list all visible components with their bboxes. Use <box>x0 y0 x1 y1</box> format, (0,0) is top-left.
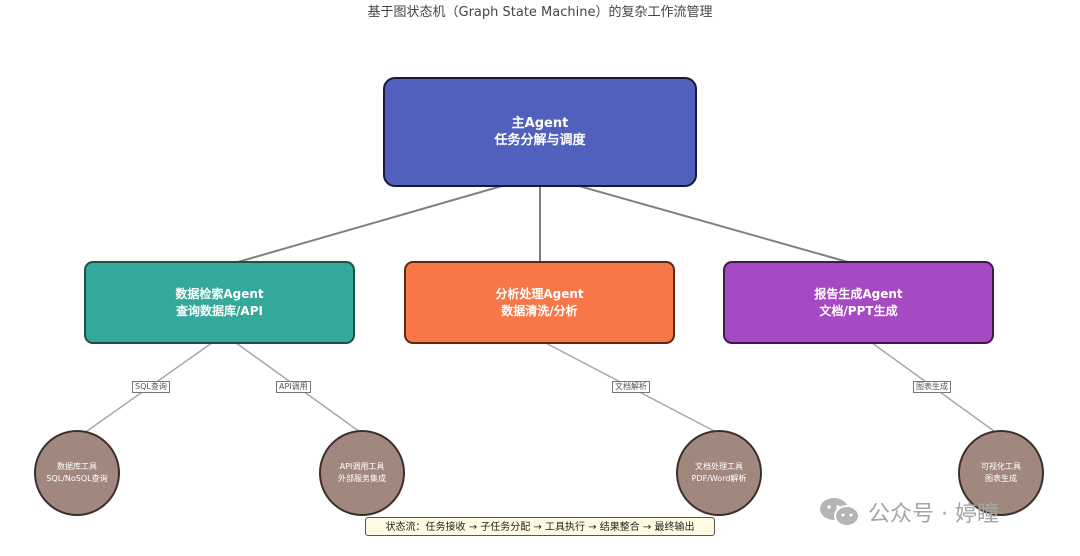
diagram-title: 基于图状态机（Graph State Machine）的复杂工作流管理 <box>367 5 713 20</box>
tool-desc: 外部服务集成 <box>338 474 386 483</box>
agent-name: 报告生成Agent <box>814 286 903 301</box>
state-flow-caption: 状态流：任务接收 → 子任务分配 → 工具执行 → 结果整合 → 最终输出 <box>365 517 715 536</box>
report-agent-node[interactable]: 报告生成Agent 文档/PPT生成 <box>723 261 994 344</box>
agent-role: 文档/PPT生成 <box>819 303 898 318</box>
edge-label-sql: SQL查询 <box>132 381 170 393</box>
agent-role: 查询数据库/API <box>176 303 263 318</box>
tool-name: 数据库工具 <box>57 462 97 471</box>
edge-label-chart: 图表生成 <box>913 381 951 393</box>
edge-main-to-report <box>539 174 863 267</box>
api-tool-node[interactable]: API调用工具 外部服务集成 <box>319 430 405 516</box>
visualization-tool-node[interactable]: 可视化工具 图表生成 <box>958 430 1044 516</box>
database-tool-node[interactable]: 数据库工具 SQL/NoSQL查询 <box>34 430 120 516</box>
agent-name: 数据检索Agent <box>175 286 264 301</box>
edge-label-api: API调用 <box>276 381 311 393</box>
edge-label-doc: 文档解析 <box>612 381 650 393</box>
agent-role: 数据清洗/分析 <box>501 303 578 318</box>
main-agent-role: 任务分解与调度 <box>494 133 586 148</box>
watermark: 公众号 · 婷瞳 <box>818 496 999 528</box>
tool-name: 文档处理工具 <box>695 462 743 471</box>
retrieval-agent-node[interactable]: 数据检索Agent 查询数据库/API <box>84 261 355 344</box>
main-agent-node[interactable]: 主Agent 任务分解与调度 <box>383 77 697 187</box>
tool-desc: 图表生成 <box>985 474 1017 483</box>
edge-main-to-retrieval <box>223 174 541 267</box>
main-agent-name: 主Agent <box>511 116 569 131</box>
tool-desc: PDF/Word解析 <box>691 474 747 483</box>
tool-desc: SQL/NoSQL查询 <box>46 474 108 483</box>
document-tool-node[interactable]: 文档处理工具 PDF/Word解析 <box>676 430 762 516</box>
analysis-agent-node[interactable]: 分析处理Agent 数据清洗/分析 <box>404 261 675 344</box>
wechat-icon <box>820 498 860 527</box>
agent-name: 分析处理Agent <box>495 286 584 301</box>
tool-name: 可视化工具 <box>981 462 1021 471</box>
tool-name: API调用工具 <box>339 462 385 471</box>
watermark-text: 公众号 · 婷瞳 <box>868 502 999 527</box>
